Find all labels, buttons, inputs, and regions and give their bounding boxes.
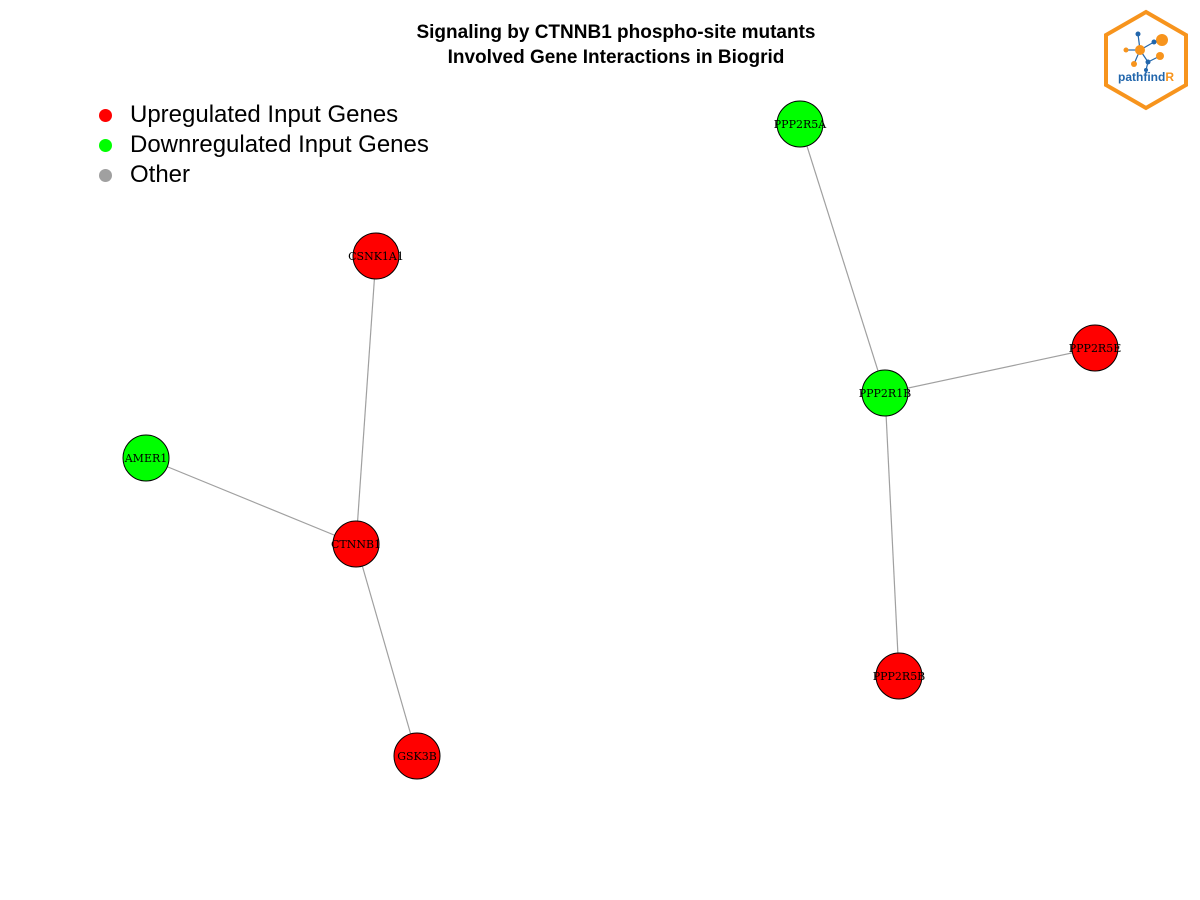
node-ppp2r5e: PPP2R5E bbox=[1069, 324, 1122, 372]
node-label: PPP2R5B bbox=[873, 670, 926, 683]
node-ctnnb1: CTNNB1 bbox=[331, 520, 381, 568]
legend-label-upregulated: Upregulated Input Genes bbox=[130, 101, 399, 128]
legend-dot-upregulated bbox=[99, 108, 112, 122]
node-circle bbox=[352, 232, 400, 280]
legend-dot-downregulated bbox=[99, 138, 112, 152]
edge-layer bbox=[145, 123, 1096, 757]
node-circle bbox=[1071, 324, 1119, 372]
edge-amer1-ctnnb1 bbox=[145, 457, 357, 545]
node-label: GSK3B bbox=[397, 750, 437, 763]
title-line-2: Involved Gene Interactions in Biogrid bbox=[447, 47, 785, 68]
logo-text-accent: R bbox=[1165, 70, 1174, 84]
node-label: PPP2R1B bbox=[859, 387, 912, 400]
edge-csnk1a1-ctnnb1 bbox=[355, 255, 377, 545]
node-label: CSNK1A1 bbox=[348, 250, 404, 263]
node-ppp2r5b: PPP2R5B bbox=[873, 652, 926, 700]
node-csnk1a1: CSNK1A1 bbox=[348, 232, 404, 280]
legend-label-other: Other bbox=[130, 161, 191, 188]
node-label: PPP2R5A bbox=[774, 118, 827, 131]
pathfindr-logo: pathfindR bbox=[1100, 8, 1192, 117]
logo-wordmark: pathfindR bbox=[1100, 70, 1192, 84]
edge-ctnnb1-gsk3b bbox=[355, 543, 418, 757]
node-circle bbox=[393, 732, 441, 780]
node-circle bbox=[776, 100, 824, 148]
node-label: PPP2R5E bbox=[1069, 342, 1122, 355]
node-label: CTNNB1 bbox=[331, 538, 381, 551]
legend-item-upregulated: Upregulated Input Genes bbox=[96, 100, 429, 130]
legend-label-downregulated: Downregulated Input Genes bbox=[130, 131, 429, 158]
title-line-1: Signaling by CTNNB1 phospho-site mutants bbox=[416, 22, 816, 43]
legend-item-downregulated: Downregulated Input Genes bbox=[96, 130, 429, 160]
logo-text-main: pathfind bbox=[1118, 70, 1166, 84]
node-gsk3b: GSK3B bbox=[393, 732, 441, 780]
node-circle bbox=[875, 652, 923, 700]
node-label: AMER1 bbox=[124, 452, 168, 465]
node-circle bbox=[861, 369, 909, 417]
node-circle bbox=[332, 520, 380, 568]
node-amer1: AMER1 bbox=[122, 434, 170, 482]
network-hexagon-icon bbox=[1104, 9, 1188, 111]
node-ppp2r5a: PPP2R5A bbox=[774, 100, 827, 148]
edge-ppp2r5e-ppp2r1b bbox=[884, 347, 1096, 394]
legend: Upregulated Input Genes Downregulated In… bbox=[96, 100, 429, 190]
legend-item-other: Other bbox=[96, 160, 429, 190]
node-ppp2r1b: PPP2R1B bbox=[859, 369, 912, 417]
node-circle bbox=[122, 434, 170, 482]
edge-ppp2r1b-ppp2r5b bbox=[884, 392, 900, 677]
figure-title: Signaling by CTNNB1 phospho-site mutants… bbox=[0, 20, 1200, 70]
legend-dot-other bbox=[99, 168, 112, 182]
edge-ppp2r5a-ppp2r1b bbox=[799, 123, 886, 394]
